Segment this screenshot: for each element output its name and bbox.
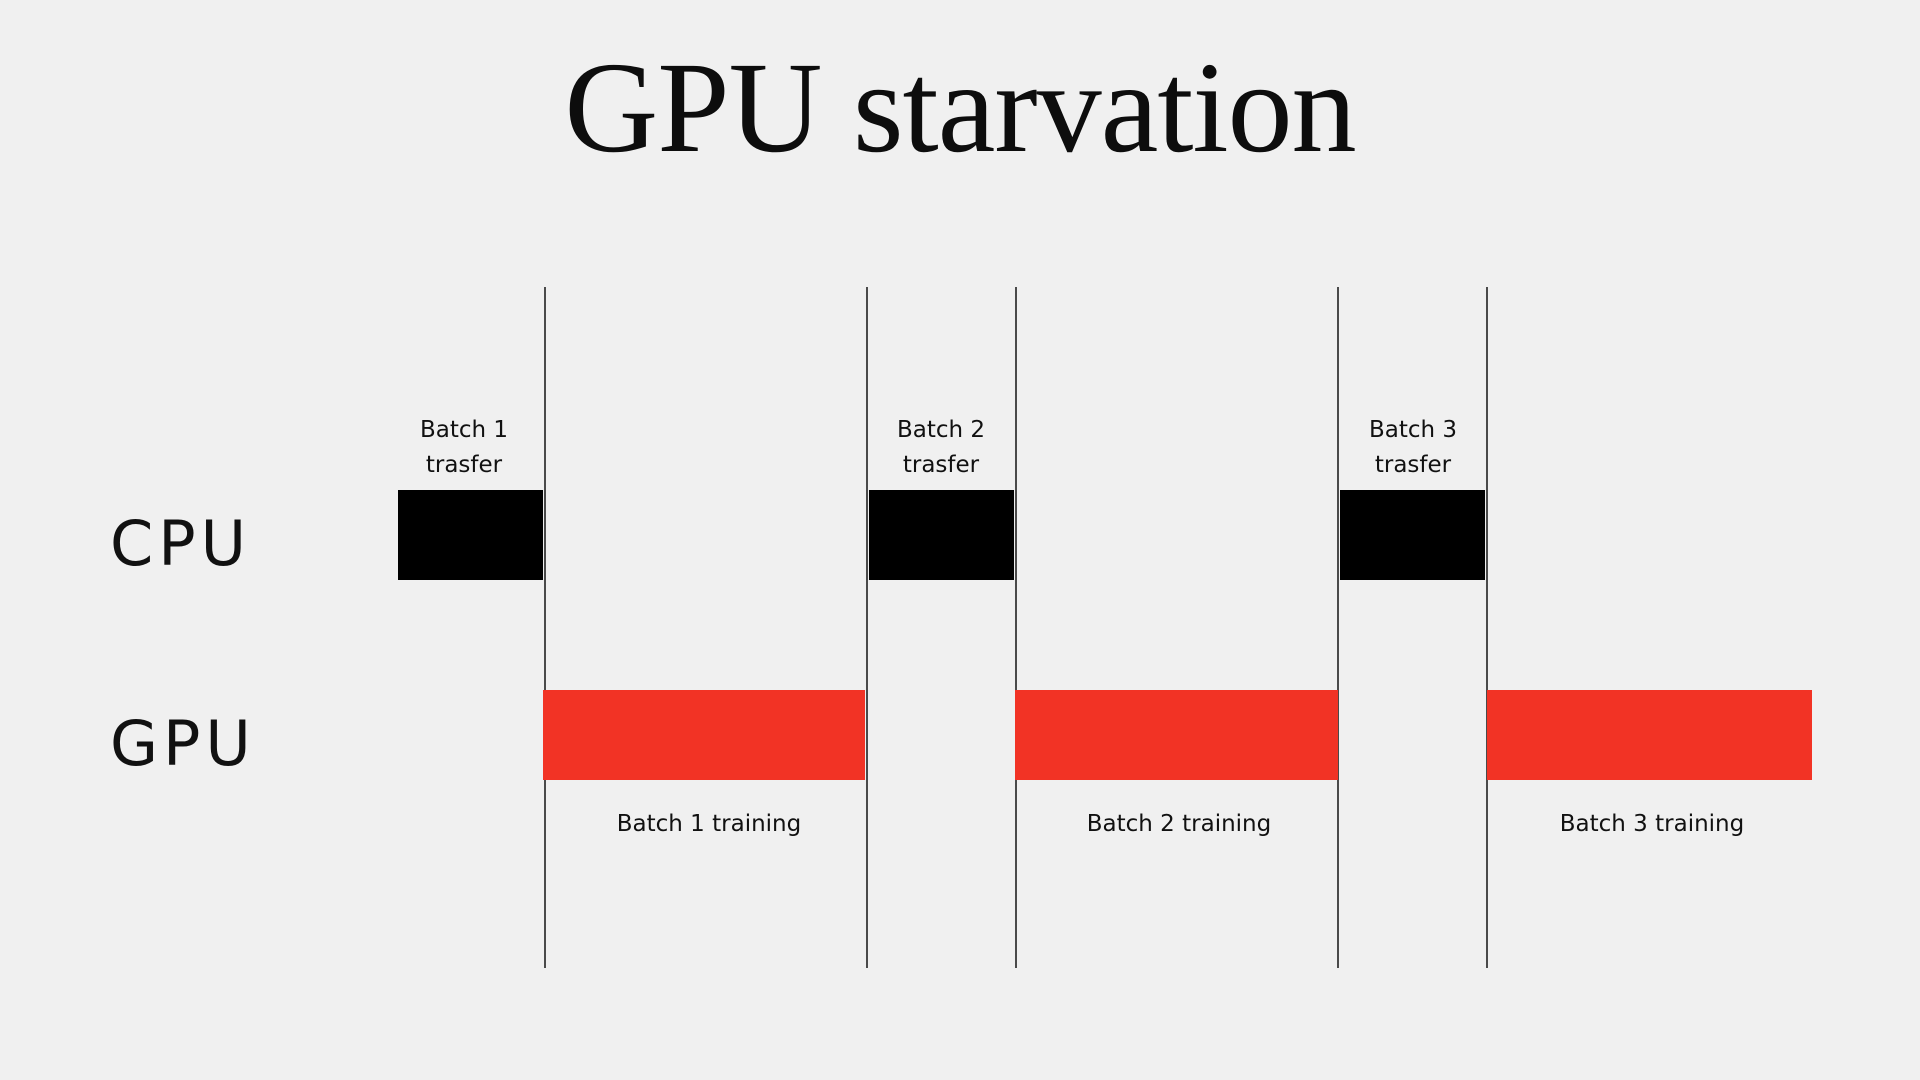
timeline-divider [1015,287,1017,968]
cpu-row-label: CPU [110,507,252,580]
batch-2-transfer-label-line2: trasfer [902,452,980,478]
timeline-divider [1486,287,1488,968]
batch-2-cpu-transfer-block [869,490,1014,580]
batch-3-transfer-label: Batch 3 trasfer [1323,413,1503,483]
batch-2-training-label: Batch 2 training [1086,811,1272,837]
batch-1-transfer-label-line1: Batch 1 [419,417,509,443]
batch-3-transfer-label-line1: Batch 3 [1368,417,1458,443]
batch-2-gpu-training-block [1015,690,1338,780]
batch-3-transfer-label-line2: trasfer [1374,452,1452,478]
batch-2-transfer-label: Batch 2 trasfer [851,413,1031,483]
timeline-divider [866,287,868,968]
gpu-row-label: GPU [110,707,256,780]
batch-1-gpu-training-block [543,690,865,780]
batch-1-transfer-label: Batch 1 trasfer [374,413,554,483]
batch-3-training-label: Batch 3 training [1559,811,1745,837]
diagram-title: GPU starvation [564,36,1356,180]
batch-1-cpu-transfer-block [398,490,543,580]
timeline-divider [544,287,546,968]
batch-2-transfer-label-line1: Batch 2 [896,417,986,443]
batch-3-cpu-transfer-block [1340,490,1485,580]
batch-1-training-label: Batch 1 training [616,811,802,837]
batch-1-transfer-label-line2: trasfer [425,452,503,478]
timeline-divider [1337,287,1339,968]
batch-3-gpu-training-block [1487,690,1812,780]
